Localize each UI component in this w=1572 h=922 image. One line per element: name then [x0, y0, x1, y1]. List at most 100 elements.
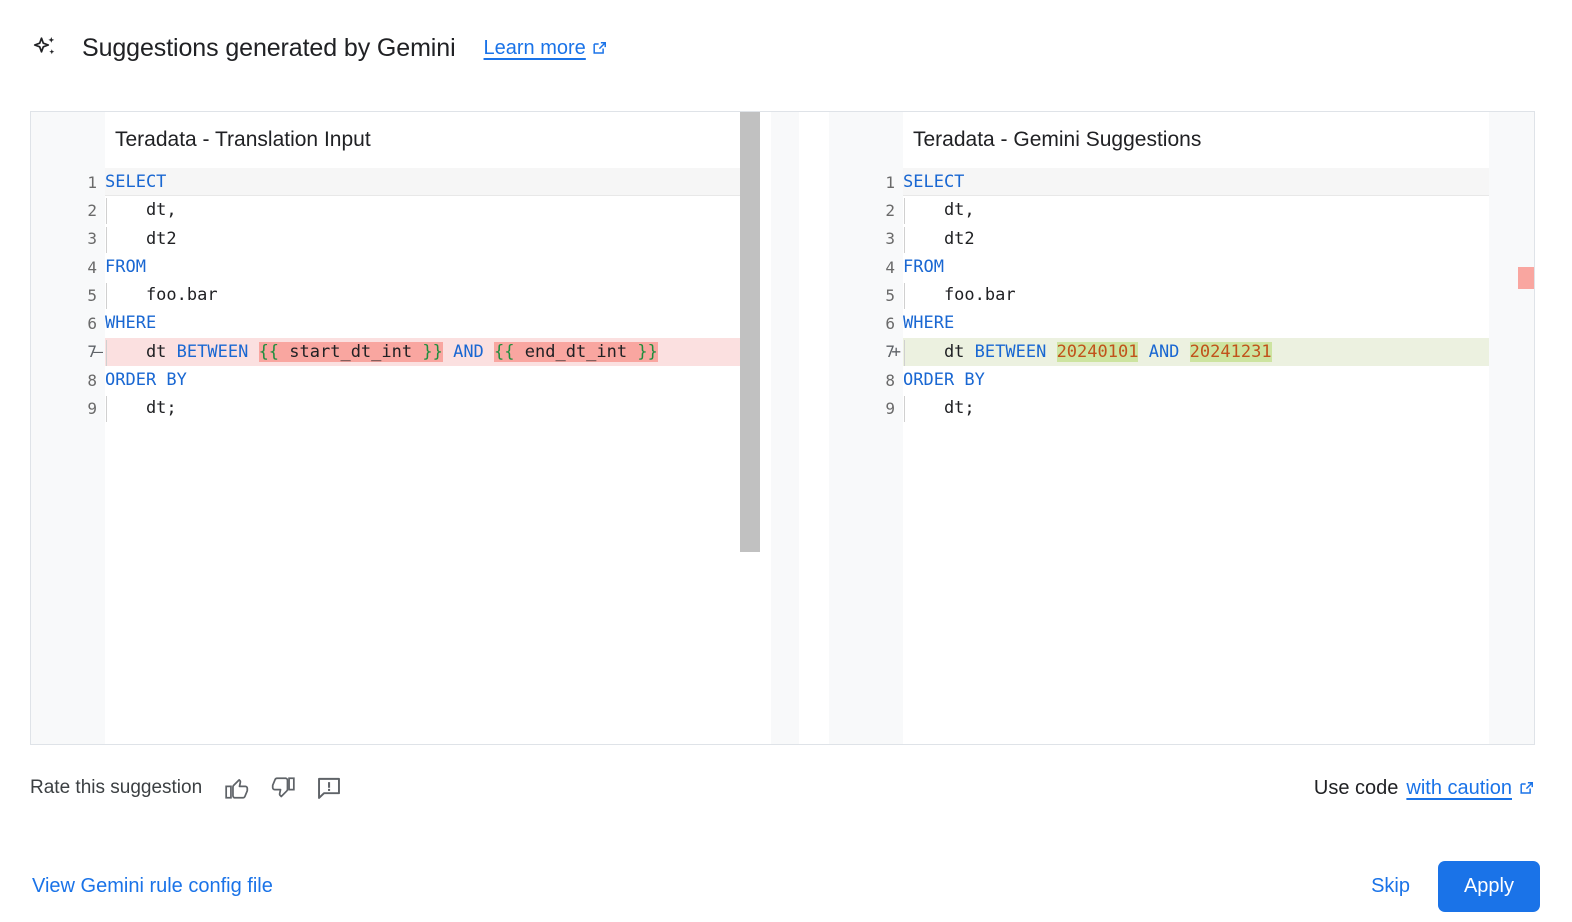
learn-more-link[interactable]: Learn more: [484, 37, 608, 60]
indent-guide: [106, 283, 107, 310]
code-token: dt;: [105, 398, 177, 419]
rate-suggestion-row: Rate this suggestion: [30, 765, 1535, 811]
code-token: ORDER BY: [903, 370, 985, 391]
indent-guide: [904, 226, 905, 253]
divider-strip: [771, 112, 799, 744]
code-token: {{: [258, 341, 280, 362]
code-token: end_dt_int: [514, 341, 638, 362]
left-vertical-scrollbar[interactable]: [740, 112, 760, 744]
with-caution-label: with caution: [1406, 776, 1512, 799]
code-token: SELECT: [105, 172, 167, 192]
skip-button[interactable]: Skip: [1353, 863, 1428, 910]
footer-action-group: Skip Apply: [1353, 860, 1540, 912]
learn-more-label: Learn more: [483, 36, 586, 59]
indent-guide: [106, 396, 107, 423]
code-token: 20241231: [1189, 341, 1272, 362]
code-line[interactable]: 7+ dt BETWEEN 20240101 AND 20241231: [829, 337, 1534, 367]
with-caution-link[interactable]: with caution: [1406, 777, 1535, 800]
code-token: WHERE: [105, 313, 157, 334]
code-text: dt BETWEEN {{ start_dt_int }} AND {{ end…: [105, 337, 760, 367]
code-text: dt;: [105, 394, 760, 423]
code-token: foo.bar: [105, 285, 218, 306]
code-token: dt,: [903, 200, 975, 221]
right-pane-title: Teradata - Gemini Suggestions: [913, 128, 1202, 151]
use-code-notice: Use code with caution: [1314, 777, 1535, 800]
code-line[interactable]: 6 WHERE: [31, 309, 760, 337]
indent-guide: [904, 396, 905, 423]
line-number: 3: [87, 229, 97, 249]
code-line[interactable]: 3 dt2: [31, 225, 760, 253]
code-token: ORDER BY: [105, 370, 187, 391]
code-text: dt;: [903, 394, 1534, 423]
code-line[interactable]: 8 ORDER BY: [829, 366, 1534, 394]
line-number: 6: [885, 314, 895, 334]
rate-label: Rate this suggestion: [30, 777, 203, 798]
indent-guide: [904, 198, 905, 225]
code-line[interactable]: 9 dt;: [829, 394, 1534, 423]
overview-ruler[interactable]: [1489, 112, 1534, 744]
code-line[interactable]: 2 dt,: [829, 196, 1534, 225]
code-token: FROM: [105, 256, 146, 277]
code-token: dt,: [105, 200, 177, 221]
code-token: foo.bar: [903, 285, 1016, 306]
code-line[interactable]: 6 WHERE: [829, 309, 1534, 337]
code-line[interactable]: 2 dt,: [31, 196, 760, 225]
panel-header: Suggestions generated by Gemini Learn mo…: [0, 0, 1572, 96]
view-gemini-rule-config-file-link[interactable]: View Gemini rule config file: [32, 874, 273, 897]
code-text: WHERE: [903, 309, 1534, 337]
diff-pane-divider: [760, 112, 829, 744]
code-token: {{: [494, 341, 515, 362]
code-token: 20240101: [1056, 341, 1139, 362]
code-text: dt BETWEEN 20240101 AND 20241231: [903, 337, 1534, 367]
right-gutter-background: [829, 112, 903, 744]
line-number: 2: [87, 200, 97, 220]
code-text: dt2: [105, 225, 760, 253]
thumb-up-icon[interactable]: [224, 775, 250, 801]
left-scrollbar-thumb[interactable]: [740, 112, 760, 552]
panel-footer: View Gemini rule config file Skip Apply: [0, 850, 1572, 922]
code-text: foo.bar: [903, 281, 1534, 310]
sparkle-icon: [30, 33, 60, 63]
code-text: foo.bar: [105, 281, 760, 310]
code-line[interactable]: 7— dt BETWEEN {{ start_dt_int }} AND {{ …: [31, 337, 760, 367]
code-token: AND: [1148, 341, 1180, 362]
indent-guide: [904, 339, 905, 366]
diff-marker: +: [891, 342, 901, 362]
code-token: AND: [453, 341, 484, 362]
line-number: 2: [885, 200, 895, 220]
code-token: dt2: [105, 228, 177, 249]
code-token: dt: [105, 341, 177, 362]
code-line[interactable]: 9 dt;: [31, 394, 760, 423]
line-number: 4: [885, 257, 895, 277]
apply-button[interactable]: Apply: [1437, 860, 1540, 912]
code-line[interactable]: 5 foo.bar: [829, 281, 1534, 310]
line-number: 5: [885, 285, 895, 305]
code-text: FROM: [105, 253, 760, 281]
indent-guide: [106, 226, 107, 253]
code-text: WHERE: [105, 309, 760, 337]
thumb-down-icon[interactable]: [270, 775, 296, 801]
line-number: 8: [885, 370, 895, 390]
report-feedback-icon[interactable]: [316, 775, 342, 801]
overview-marker-deleted[interactable]: [1518, 267, 1534, 289]
code-token: [1046, 342, 1056, 362]
code-token: SELECT: [903, 172, 965, 192]
line-number: 5: [87, 285, 97, 305]
line-number: 6: [87, 314, 97, 334]
indent-guide: [904, 283, 905, 310]
code-line[interactable]: 3 dt2: [829, 225, 1534, 253]
code-line[interactable]: 5 foo.bar: [31, 281, 760, 310]
page-title: Suggestions generated by Gemini: [82, 33, 456, 62]
code-text: dt,: [105, 196, 760, 225]
indent-guide: [106, 198, 107, 225]
